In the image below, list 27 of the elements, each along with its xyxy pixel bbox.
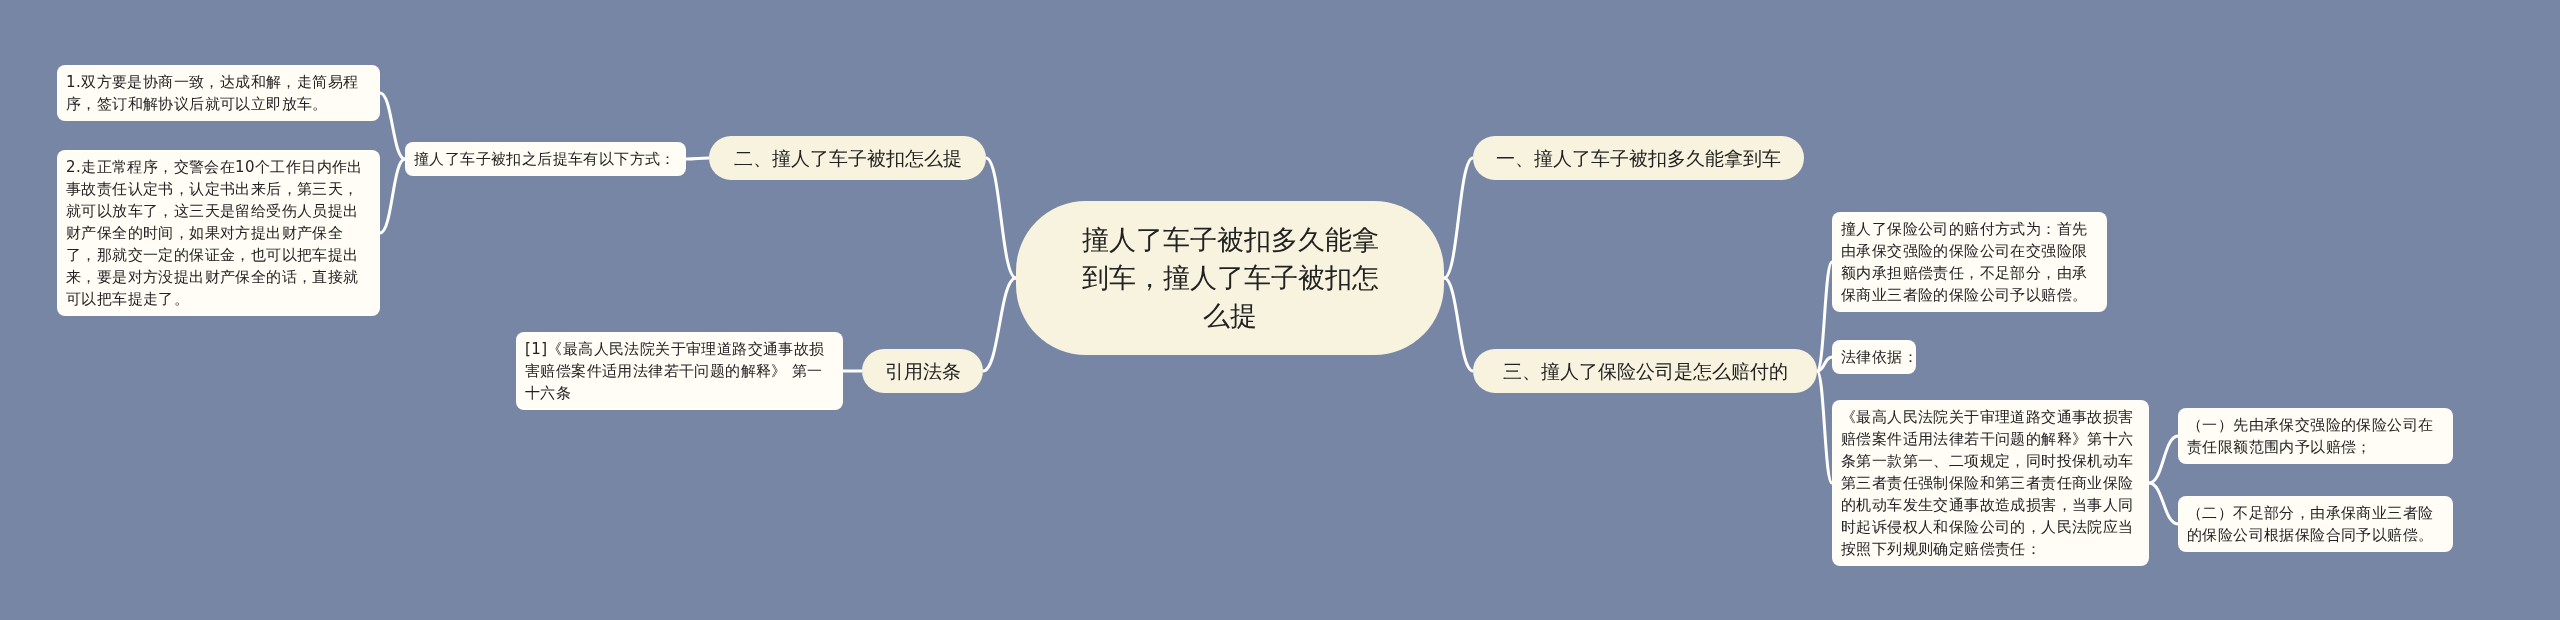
text-box: 《最高人民法院关于审理道路交通事故损害赔偿案件适用法律若干问题的解释》第十六条第一款第一、二项规定，同时投保机动车第三者责任强制保险和第三者责任商业保险的机动车发生交通事故造成损害，当事人同时起诉侵权人和保险公司的，人民法院应当按照下列规则确定赔偿责任： [1832, 400, 2149, 566]
topic-box: 一、撞人了车子被扣多久能拿到车 [1473, 136, 1804, 180]
topic-box: 三、撞人了保险公司是怎么赔付的 [1473, 349, 1817, 393]
connector-line [843, 369, 862, 373]
subtopic-box: 撞人了车子被扣之后提车有以下方式： [405, 142, 686, 176]
connector-line [1815, 370, 1834, 484]
connector-line [1443, 276, 1474, 373]
connector-line [1443, 156, 1474, 280]
connector-line [686, 156, 709, 161]
text-box: （二）不足部分，由承保商业三者险的保险公司根据保险合同予以赔偿。 [2178, 496, 2453, 552]
main-topic: 撞人了车子被扣多久能拿到车，撞人了车子被扣怎么提 [1016, 201, 1444, 355]
text-box: （一）先由承保交强险的保险公司在责任限额范围内予以赔偿； [2178, 408, 2453, 464]
connector-line [1816, 355, 1833, 373]
connector-line [2148, 434, 2179, 485]
connector-line [985, 156, 1017, 280]
topic-box: 二、撞人了车子被扣怎么提 [709, 136, 986, 180]
connector-line [982, 276, 1017, 373]
connector-line [1815, 261, 1834, 372]
topic-box: 引用法条 [862, 349, 983, 393]
connector-line [379, 91, 406, 161]
text-box: 撞人了保险公司的赔付方式为：首先由承保交强险的保险公司在交强险限额内承担赔偿责任，不足部分，由承保商业三者险的保险公司予以赔偿。 [1832, 212, 2107, 312]
connector-line [379, 157, 406, 235]
text-box: 2.走正常程序，交警会在10个工作日内作出事故责任认定书，认定书出来后，第三天，就可以放车了，这三天是留给受伤人员提出财产保全的时间，如果对方提出财产保全了，那就交一定的保证金，也可以把车提出来，要是对方没提出财产保全的话，直接就可以把车提走了。 [57, 150, 380, 316]
text-box: [1]《最高人民法院关于审理道路交通事故损害赔偿案件适用法律若干问题的解释》 第一十六条 [516, 332, 843, 410]
text-box: 1.双方要是协商一致，达成和解，走简易程序，签订和解协议后就可以立即放车。 [57, 65, 380, 121]
connector-line [2148, 481, 2179, 526]
text-box: 法律依据： [1832, 340, 1916, 374]
